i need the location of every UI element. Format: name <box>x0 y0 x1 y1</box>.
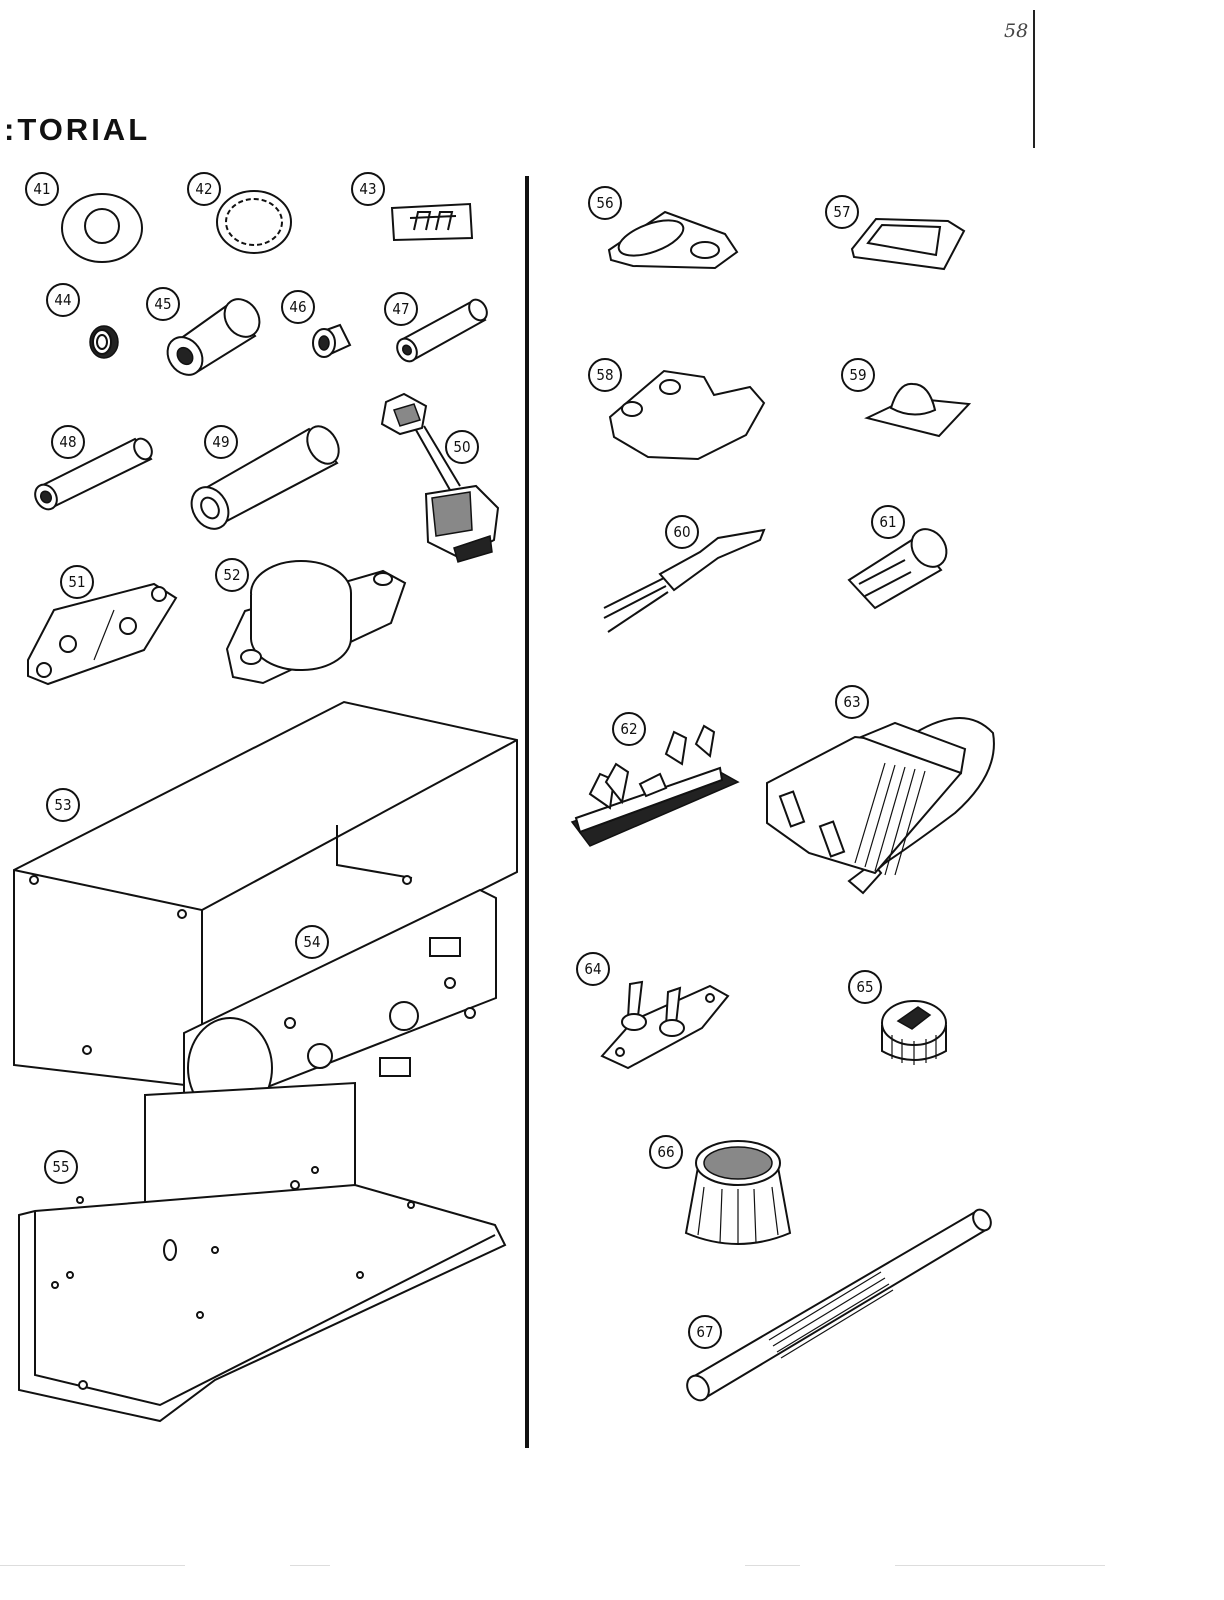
footer-rule <box>895 1565 1105 1566</box>
part-62-callout: 62 <box>612 712 646 746</box>
page-number-mark: 58 <box>1004 20 1029 42</box>
part-49-callout: 49 <box>204 425 238 459</box>
part-64-callout: 64 <box>576 952 610 986</box>
part-44-callout: 44 <box>46 283 80 317</box>
part-52-callout: 52 <box>215 558 249 592</box>
part-57-callout: 57 <box>825 195 859 229</box>
part-45-callout: 45 <box>146 287 180 321</box>
column-divider <box>525 176 529 1448</box>
part-43-callout: 43 <box>351 172 385 206</box>
part-59-callout: 59 <box>841 358 875 392</box>
part-63-callout: 63 <box>835 685 869 719</box>
part-51-callout: 51 <box>60 565 94 599</box>
part-60-callout: 60 <box>665 515 699 549</box>
part-67-callout: 67 <box>688 1315 722 1349</box>
part-48-callout: 48 <box>51 425 85 459</box>
part-46-callout: 46 <box>281 290 315 324</box>
footer-rule <box>745 1565 800 1566</box>
part-56-callout: 56 <box>588 186 622 220</box>
part-53-callout: 53 <box>46 788 80 822</box>
part-50-callout: 50 <box>445 430 479 464</box>
part-41-callout: 41 <box>25 172 59 206</box>
footer-rule <box>290 1565 330 1566</box>
part-55-callout: 55 <box>44 1150 78 1184</box>
part-58-callout: 58 <box>588 358 622 392</box>
footer-rule <box>0 1565 185 1566</box>
page-title: :TORIAL <box>4 112 151 147</box>
part-65-callout: 65 <box>848 970 882 1004</box>
part-42-callout: 42 <box>187 172 221 206</box>
part-61-callout: 61 <box>871 505 905 539</box>
part-54-callout: 54 <box>295 925 329 959</box>
part-47-callout: 47 <box>384 292 418 326</box>
margin-rule <box>1033 10 1035 148</box>
part-66-callout: 66 <box>649 1135 683 1169</box>
